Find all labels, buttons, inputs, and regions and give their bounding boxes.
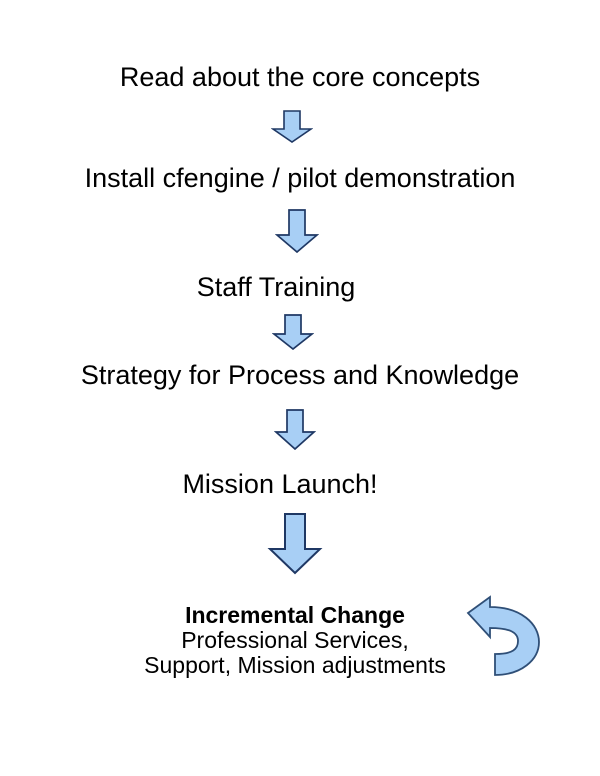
- flow-step-staff-training: Staff Training: [196, 272, 356, 302]
- down-arrow-icon-2: [274, 209, 320, 254]
- flow-step-strategy-for-process-and-knowledge: Strategy for Process and Knowledge: [80, 360, 520, 390]
- final-step-line-2: Support, Mission adjustments: [144, 651, 446, 678]
- final-step-text-block: Incremental Change Professional Services…: [0, 603, 590, 677]
- down-arrow-icon-4: [273, 409, 317, 451]
- down-arrow-glyph: [270, 110, 314, 143]
- circular-loop-arrow-glyph: [466, 595, 540, 676]
- down-arrow-glyph: [273, 409, 317, 451]
- down-arrow-glyph: [267, 513, 323, 575]
- final-step-title: Incremental Change: [185, 602, 405, 628]
- flow-step-mission-launch: Mission Launch!: [182, 469, 378, 499]
- final-step-line-1: Professional Services,: [181, 626, 409, 653]
- down-arrow-glyph: [271, 314, 315, 351]
- circular-loop-arrow-icon: [459, 594, 545, 680]
- down-arrow-icon-1: [270, 110, 314, 143]
- flow-step-install-cfengine-pilot-demonstration: Install cfengine / pilot demonstration: [84, 163, 516, 193]
- down-arrow-glyph: [274, 209, 320, 254]
- flow-step-read-about-core-concepts: Read about the core concepts: [119, 62, 481, 92]
- down-arrow-icon-3: [271, 314, 315, 351]
- down-arrow-icon-5: [267, 513, 323, 575]
